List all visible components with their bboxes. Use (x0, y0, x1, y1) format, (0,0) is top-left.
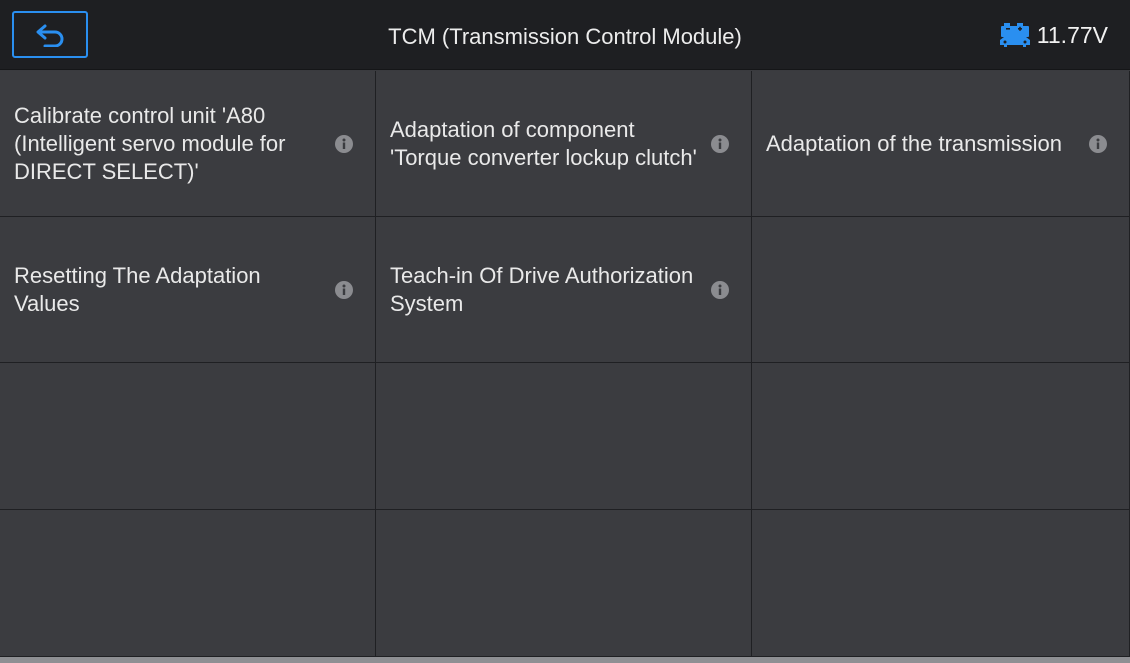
function-label: Resetting The Adaptation Values (14, 262, 261, 316)
empty-cell (376, 363, 752, 510)
function-calibrate-a80[interactable]: Calibrate control unit 'A80 (Intelligent… (0, 71, 376, 217)
info-icon[interactable] (1089, 134, 1107, 153)
info-icon[interactable] (711, 280, 729, 299)
function-teach-in-drive-auth[interactable]: Teach-in Of Drive Authorization System (376, 217, 752, 363)
info-icon[interactable] (335, 280, 353, 299)
back-arrow-icon (36, 24, 64, 47)
function-reset-adaptation[interactable]: Resetting The Adaptation Values (0, 217, 376, 363)
empty-cell (752, 510, 1130, 657)
page-title: TCM (Transmission Control Module) (388, 24, 742, 49)
bottom-edge (0, 657, 1130, 663)
info-icon[interactable] (711, 134, 729, 153)
function-adapt-transmission[interactable]: Adaptation of the transmission (752, 71, 1130, 217)
back-button[interactable] (12, 11, 88, 58)
function-label: Teach-in Of Drive Authorization System (390, 262, 694, 316)
top-bar: TCM (Transmission Control Module) 11.77V (0, 0, 1130, 70)
empty-cell (0, 510, 376, 657)
car-battery-icon (999, 22, 1031, 48)
info-icon[interactable] (335, 134, 353, 153)
function-adapt-torque-converter[interactable]: Adaptation of component 'Torque converte… (376, 71, 752, 217)
battery-voltage: 11.77V (999, 0, 1108, 70)
empty-cell (752, 363, 1130, 510)
empty-cell (376, 510, 752, 657)
function-label: Adaptation of the transmission (766, 130, 1062, 156)
empty-cell (0, 363, 376, 510)
function-grid: Calibrate control unit 'A80 (Intelligent… (0, 71, 1130, 657)
function-label: Adaptation of component 'Torque converte… (390, 116, 697, 170)
function-label: Calibrate control unit 'A80 (Intelligent… (14, 102, 286, 184)
empty-cell (752, 217, 1130, 363)
voltage-value: 11.77V (1036, 21, 1108, 48)
